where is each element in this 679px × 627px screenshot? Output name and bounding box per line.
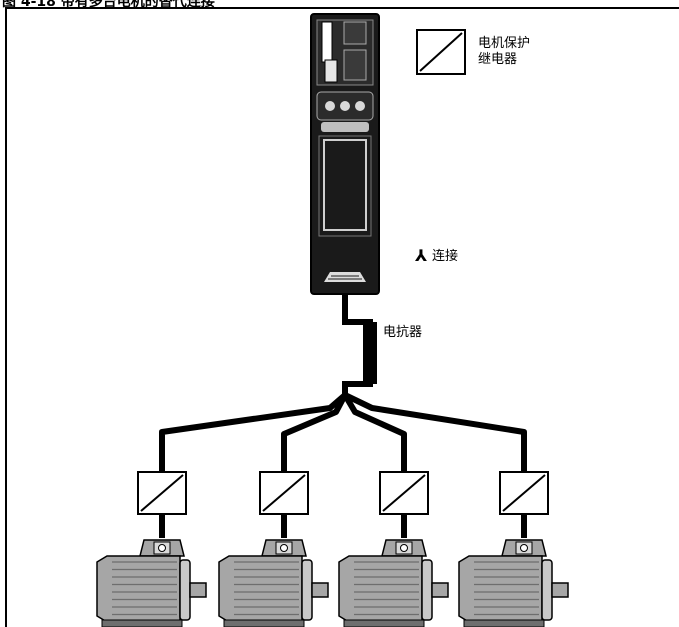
protection-relay-legend [416,29,466,75]
protection-relay-4 [499,471,549,538]
motor-4 [458,539,569,627]
protection-relay-label-line1: 电机保护 [478,36,530,51]
reactor-label: 电抗器 [383,325,422,340]
figure-frame [5,7,679,627]
protection-relay-label-line2: 继电器 [478,52,517,67]
drive-unit [310,13,380,295]
figure-title: 图 4-18 带有多台电机的替代连接 [2,0,215,10]
reactor-symbol [363,322,377,384]
protection-relay-2 [259,471,309,538]
motor-1 [96,539,207,627]
motor-2 [218,539,329,627]
star-connection-label: 连接 [432,248,458,264]
protection-relay-3 [379,471,429,538]
protection-relay-1 [137,471,187,538]
branch-cables [159,392,527,472]
star-symbol: ⅄ [414,246,427,265]
motor-3 [338,539,449,627]
